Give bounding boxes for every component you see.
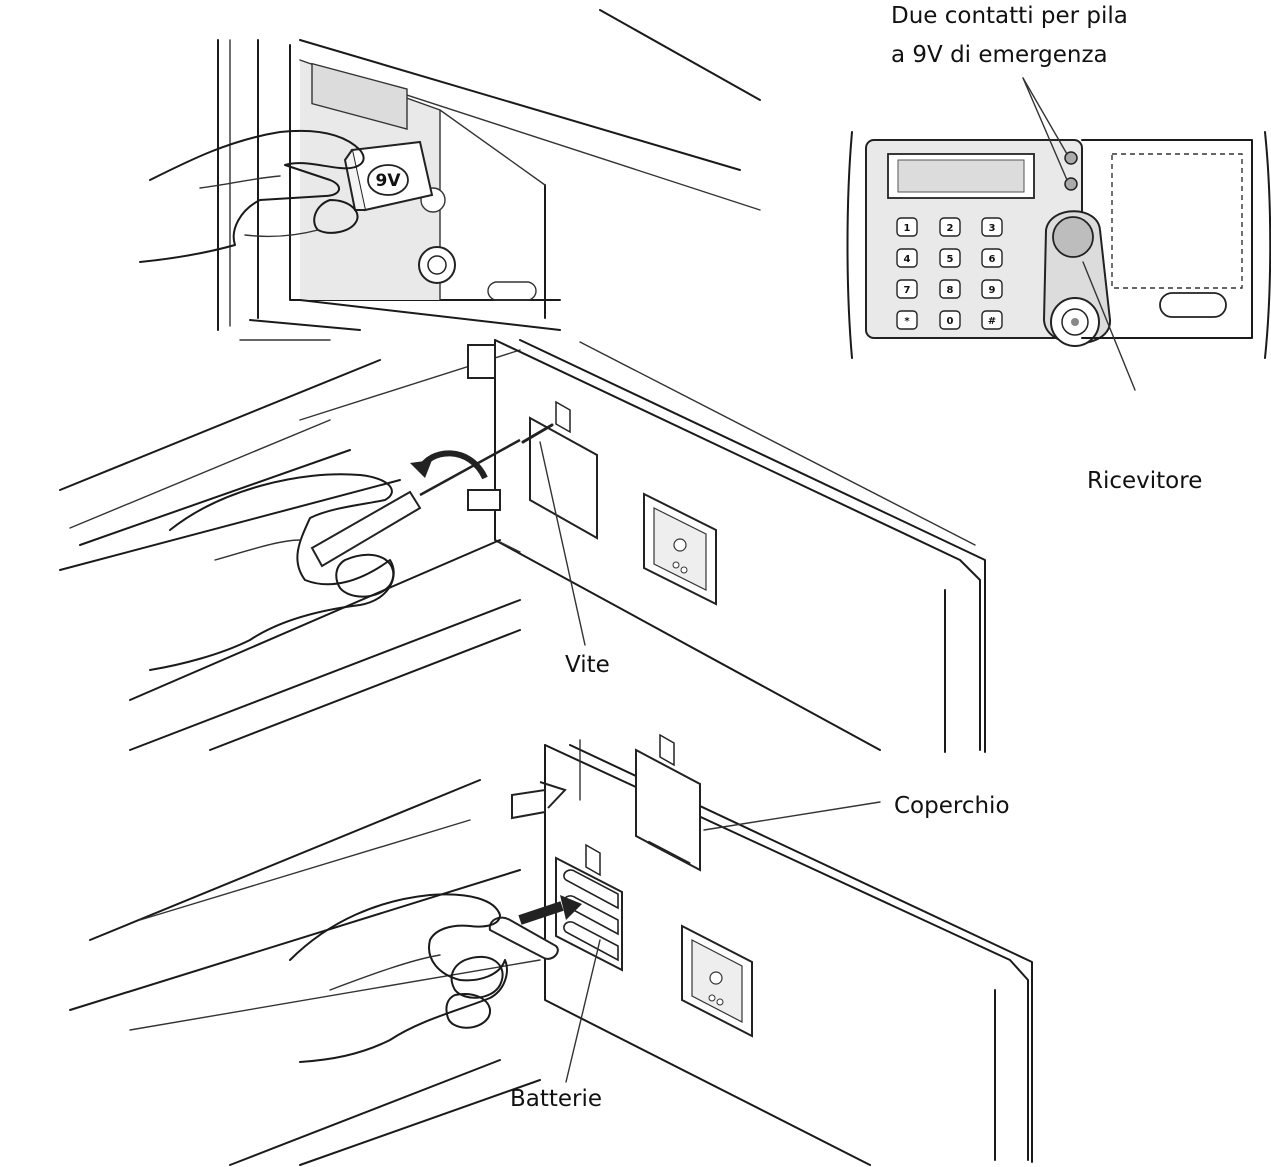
key-0-label: 0 [947,316,954,327]
mini-display [311,62,408,130]
power-socket-top [643,492,717,606]
key-4-label: 4 [904,254,911,265]
hand-with-battery [289,893,559,1063]
battery-replacement-view [69,733,1033,1166]
screw-icon [521,423,554,444]
emergency-contacts-label-line1: Due contatti per pila [891,3,1128,29]
hand-holding-battery [139,129,365,263]
key-7 [896,279,918,299]
dashed-window [1111,153,1243,289]
nine-volt-battery: 9V [343,140,434,212]
key-8 [939,279,961,299]
emergency-contacts-label-line2: a 9V di emergenza [891,42,1108,68]
safe-front-emergency-battery-view: 9V [139,9,761,341]
key-3-label: 3 [989,223,996,234]
cover-label: Coperchio [894,793,1010,819]
key-9-label: 9 [989,285,996,296]
door-handle [1159,292,1227,318]
key-2 [939,217,961,237]
key-hash [981,310,1003,330]
key-5-label: 5 [947,254,954,265]
hand-with-screwdriver [149,438,521,671]
key-3 [981,217,1003,237]
nine-volt-badge [367,164,409,196]
emergency-contact-bottom [1064,177,1078,191]
key-0 [939,310,961,330]
key-1-label: 1 [904,223,911,234]
receiver-label: Ricevitore [1087,468,1202,494]
battery-cover-closed [529,416,598,540]
screw-label: Vite [565,652,610,678]
key-9 [981,279,1003,299]
insert-arrow [518,901,564,925]
key-star-label: * [904,316,910,327]
keypad-detail-view: 1 2 3 4 5 6 7 8 9 * 0 # [846,77,1271,391]
screw-removal-view [59,339,986,753]
power-socket-bottom [681,924,753,1038]
emergency-contact-top [1064,151,1078,165]
key-hash-label: # [988,316,996,327]
key-8-label: 8 [947,285,954,296]
key-7-label: 7 [904,285,911,296]
battery-cover-removed [635,733,701,872]
key-6 [981,248,1003,268]
key-star [896,310,918,330]
receiver-icon [1052,216,1094,258]
key-6-label: 6 [989,254,996,265]
key-4 [896,248,918,268]
batteries-label: Batterie [510,1086,602,1112]
key-1 [896,217,918,237]
battery-compartment [555,843,623,972]
key-5 [939,248,961,268]
nine-volt-label: 9V [376,171,402,191]
keypad: 1 2 3 4 5 6 7 8 9 * 0 # [896,217,1003,330]
key-2-label: 2 [947,223,954,234]
